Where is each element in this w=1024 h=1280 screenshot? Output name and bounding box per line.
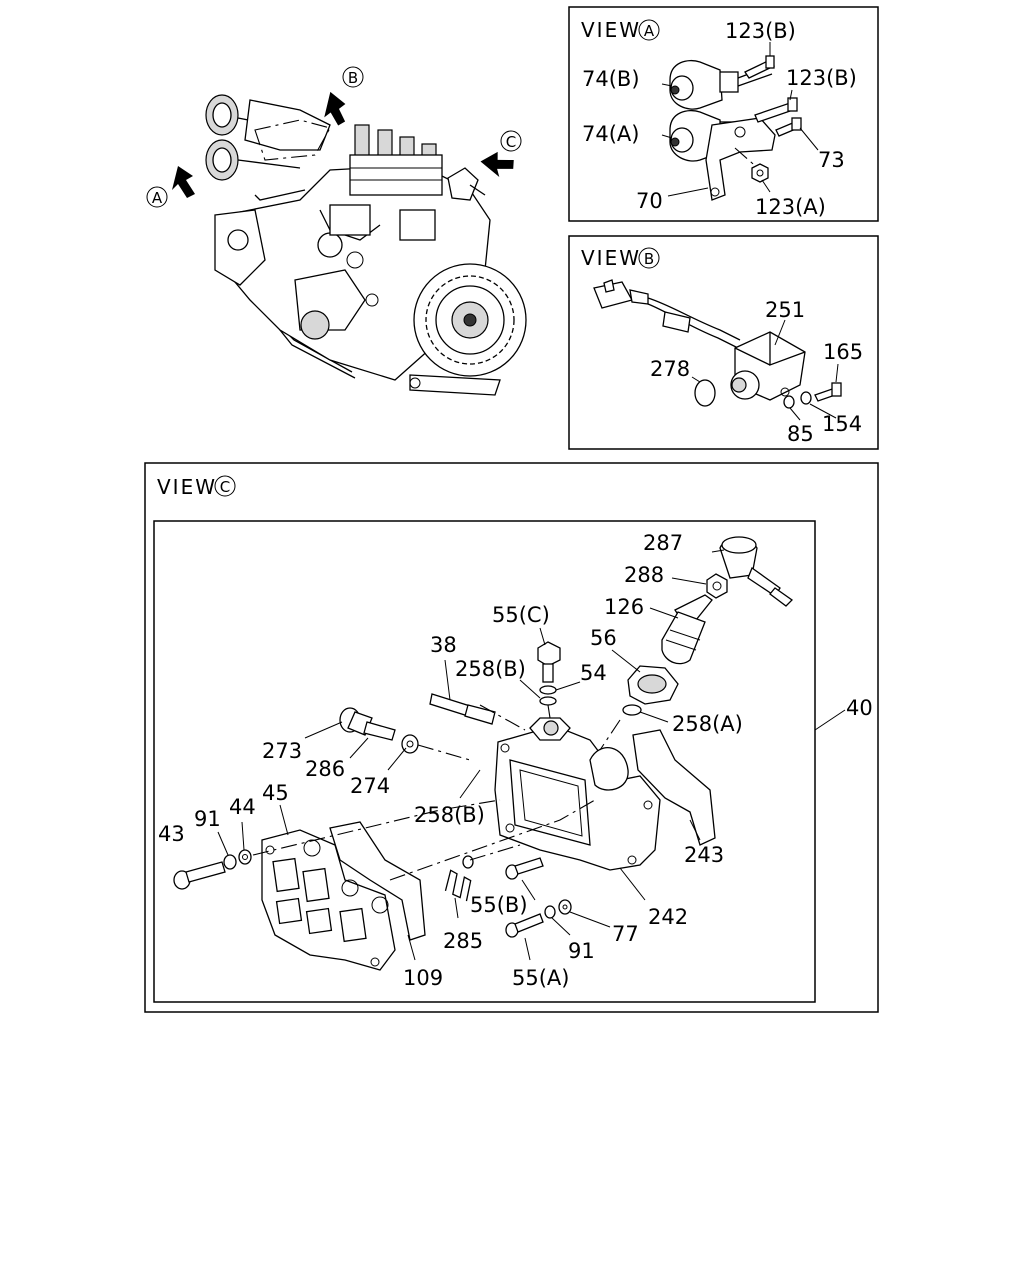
callout-74b: 74(B) (582, 67, 640, 91)
callout-43: 43 (158, 822, 185, 846)
callout-73: 73 (818, 148, 845, 172)
nut-56 (627, 665, 679, 705)
bolt-43-assembly (173, 849, 252, 890)
callout-287: 287 (643, 531, 683, 555)
view-c-parts (173, 536, 794, 971)
callout-285: 285 (443, 929, 483, 953)
view-c-title: VIEW (157, 475, 217, 499)
cover-plate-45 (261, 829, 396, 971)
view-b-panel: VIEW B (568, 235, 879, 450)
callout-278: 278 (650, 357, 690, 381)
callout-70: 70 (636, 189, 663, 213)
callout-77: 77 (612, 922, 639, 946)
callout-55a: 55(A) (512, 966, 569, 990)
callout-109: 109 (403, 966, 443, 990)
arrow-c-letter: C (506, 133, 516, 151)
sensor-connector (593, 279, 741, 349)
callout-251: 251 (765, 298, 805, 322)
callout-38: 38 (430, 633, 457, 657)
callout-91-left: 91 (194, 807, 221, 831)
callout-243: 243 (684, 843, 724, 867)
view-b-title: VIEW (581, 246, 641, 270)
position-sensor-251 (730, 331, 806, 401)
callout-45: 45 (262, 781, 289, 805)
view-arrow-b: B (324, 66, 364, 126)
arrow-a-letter: A (152, 189, 163, 207)
cap-287 (719, 536, 794, 607)
callout-258b-top: 258(B) (455, 657, 526, 681)
callout-123b-mid: 123(B) (786, 66, 857, 90)
callout-288: 288 (624, 563, 664, 587)
view-arrow-c: C (480, 130, 522, 178)
view-c-panel: VIEW C (144, 462, 879, 1013)
callout-258b-mid: 258(B) (414, 803, 485, 827)
governor-cylinders (205, 94, 331, 201)
engine-pump-illustration: A B C (146, 66, 527, 396)
callout-273: 273 (262, 739, 302, 763)
timer-gear (409, 263, 527, 396)
callout-40: 40 (846, 696, 873, 720)
callout-165: 165 (823, 340, 863, 364)
arrow-b-letter: B (348, 69, 358, 87)
actuator-74b (669, 59, 773, 110)
callout-74a: 74(A) (582, 122, 639, 146)
callout-154: 154 (822, 412, 862, 436)
callout-54: 54 (580, 661, 607, 685)
view-a-panel: VIEW A (568, 6, 879, 222)
callout-286: 286 (305, 757, 345, 781)
view-b-letter: B (644, 250, 654, 268)
sensor-port-c (447, 167, 486, 201)
callout-123a: 123(A) (755, 195, 826, 219)
callout-55c: 55(C) (492, 603, 550, 627)
callout-126: 126 (604, 595, 644, 619)
callout-258a: 258(A) (672, 712, 743, 736)
callout-56: 56 (590, 626, 617, 650)
callout-labels: 123(B) 74(B) 123(B) 74(A) 73 70 123(A) 2… (158, 19, 873, 990)
callout-91-right: 91 (568, 939, 595, 963)
switch-126 (661, 594, 713, 665)
view-a-title: VIEW (581, 18, 641, 42)
housing-242 (494, 717, 661, 871)
callout-85: 85 (787, 422, 814, 446)
callout-44: 44 (229, 795, 256, 819)
injector-columns (349, 124, 443, 196)
callout-55b: 55(B) (470, 893, 528, 917)
callout-274: 274 (350, 774, 390, 798)
pump-lower-details (214, 204, 436, 340)
view-arrow-a: A (146, 166, 195, 208)
callout-123b-top: 123(B) (725, 19, 796, 43)
callout-242: 242 (648, 905, 688, 929)
view-c-letter: C (220, 478, 230, 496)
view-a-letter: A (644, 22, 655, 40)
